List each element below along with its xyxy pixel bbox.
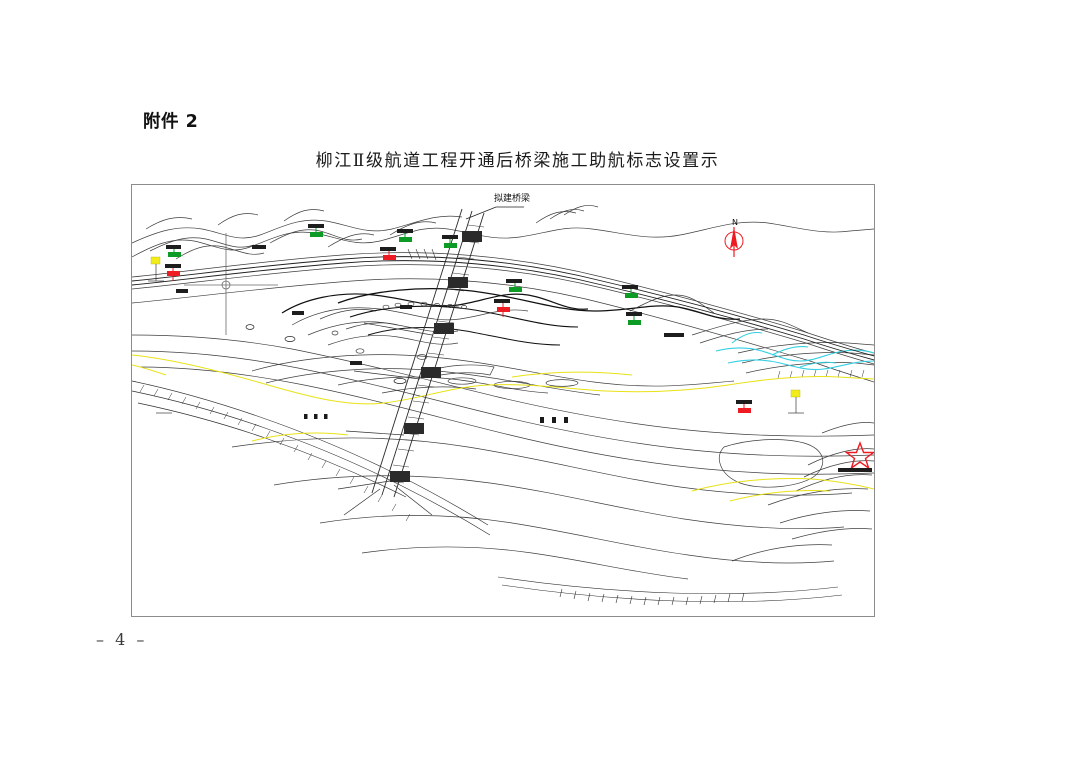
cad-annotation-marks bbox=[165, 224, 872, 472]
page-title: 柳江Ⅱ级航道工程开通后桥梁施工助航标志设置示 bbox=[315, 151, 720, 171]
navigation-marker-yellow bbox=[148, 256, 804, 414]
water-line-cyan bbox=[715, 331, 874, 371]
map-figure-frame: 拟建桥梁 bbox=[131, 184, 875, 617]
bridge-callout-leader bbox=[465, 206, 524, 220]
page-number: – 4 – bbox=[96, 630, 148, 649]
misc-symbols bbox=[245, 324, 568, 423]
proposed-bridge bbox=[337, 206, 524, 516]
landmark-star-marker bbox=[844, 441, 874, 470]
bank-line-yellow bbox=[132, 354, 874, 502]
terrain-contours bbox=[132, 205, 874, 606]
compass-north-label: N bbox=[732, 218, 738, 227]
attachment-label: 附件 2 bbox=[143, 112, 199, 132]
navigation-marker-green bbox=[168, 225, 641, 325]
navigation-chart: 拟建桥梁 bbox=[132, 192, 874, 606]
existing-highway bbox=[132, 256, 874, 361]
road-crosstie-marks bbox=[407, 248, 437, 261]
survey-benchmark bbox=[184, 233, 278, 335]
compass-rose: N bbox=[724, 218, 744, 257]
bridge-callout-label: 拟建桥梁 bbox=[494, 192, 530, 204]
